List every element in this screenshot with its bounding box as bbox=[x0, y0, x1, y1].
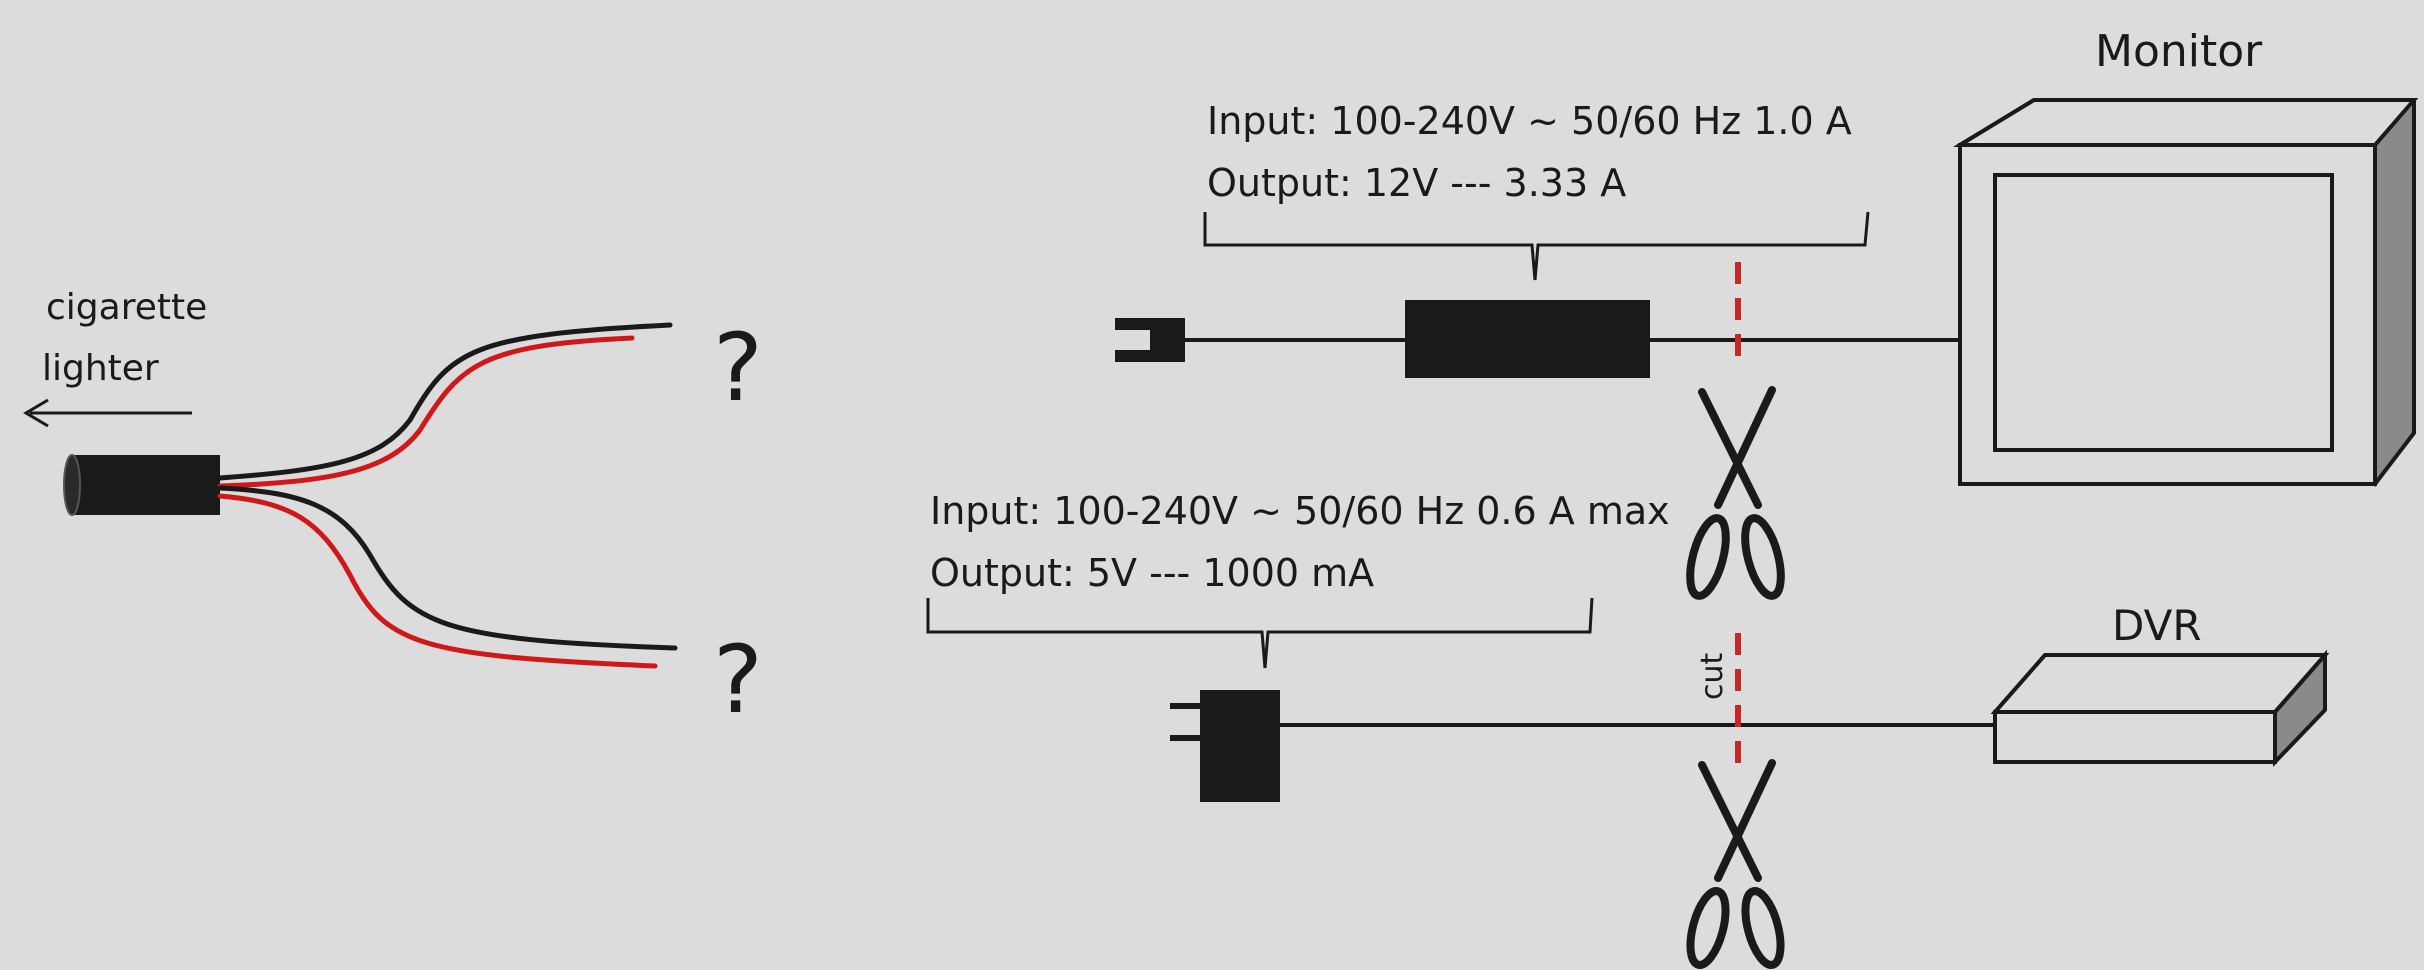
monitor-adapter-input: Input: 100-240V ~ 50/60 Hz 1.0 A bbox=[1207, 99, 1852, 143]
dvr-adapter-input: Input: 100-240V ~ 50/60 Hz 0.6 A max bbox=[930, 489, 1670, 533]
wire-bottom-black bbox=[217, 485, 678, 651]
wire-top-black bbox=[217, 322, 673, 481]
monitor-adapter-output: Output: 12V --- 3.33 A bbox=[1207, 161, 1626, 205]
scissors-bottom-icon bbox=[1686, 759, 1785, 969]
wire-top-red bbox=[217, 335, 635, 489]
cigarette-label-line1: cigarette bbox=[46, 287, 207, 328]
dvr-device bbox=[1990, 649, 2330, 767]
question-mark-bottom: ? bbox=[713, 626, 763, 735]
monitor-device bbox=[1952, 98, 2419, 487]
cut-label: cut bbox=[1695, 652, 1730, 700]
dvr-wall-adapter bbox=[1200, 690, 1280, 802]
cigarette-lighter-plug bbox=[63, 454, 220, 516]
monitor-label: Monitor bbox=[2095, 26, 2263, 77]
monitor-power-cable bbox=[1112, 300, 1960, 378]
scissors-top-icon bbox=[1686, 386, 1785, 600]
dvr-power-cable bbox=[1170, 690, 1995, 802]
dvr-adapter-output: Output: 5V --- 1000 mA bbox=[930, 551, 1374, 595]
monitor-adapter-brace bbox=[1203, 211, 1870, 281]
cigarette-label-line2: lighter bbox=[42, 348, 159, 389]
left-arrow-icon bbox=[23, 398, 192, 428]
wire-bottom-red bbox=[217, 493, 658, 669]
dvr-label: DVR bbox=[2112, 601, 2202, 650]
dvr-adapter-brace bbox=[926, 597, 1594, 669]
split-wires bbox=[217, 322, 678, 669]
monitor-power-brick bbox=[1405, 300, 1650, 378]
question-mark-top: ? bbox=[713, 314, 763, 423]
